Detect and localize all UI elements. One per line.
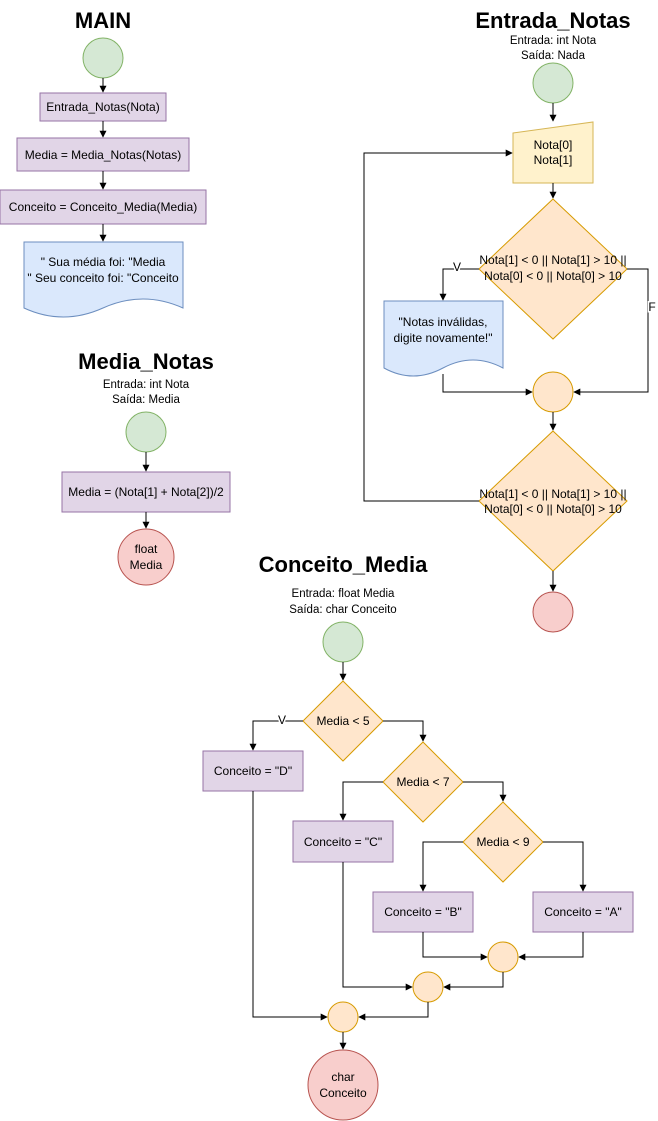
entrada-notas-manual-input [512,121,594,184]
conceito-media-decision-2 [382,741,464,823]
entrada-notas-condition-2 [478,430,628,572]
conceito-media-entrada: Entrada: float Media [292,588,396,600]
entrada-notas-entrada: Entrada: int Nota [510,35,597,47]
main-output-line1: " Sua média foi: "Media [41,255,166,269]
conceito-media-edge-merge2 [358,1002,429,1021]
conceito-media-edge-true-1 [249,720,303,751]
entrada-notas-end-node [532,591,574,633]
main-output-document [23,241,184,318]
conceito-media-edge-a-merge [518,932,584,961]
entrada-notas-edge-true [439,268,479,301]
entrada-notas-title: Entrada_Notas [475,8,630,33]
conceito-media-end-line1: char [331,1070,354,1084]
entrada-notas-input-line2: Nota[1] [534,153,573,167]
entrada-notas-flow: Entrada_Notas Entrada: int Nota Saída: N… [363,8,657,633]
entrada-notas-start-node [532,62,574,104]
main-media-call [16,137,190,172]
entrada-notas-cond1-line1: Nota[1] < 0 || Nota[1] > 10 || [479,253,626,267]
media-notas-entrada: Entrada: int Nota [103,379,190,391]
media-notas-saida: Saída: Media [112,394,180,406]
conceito-media-edge-merge3 [443,972,504,991]
media-notas-start-node [125,411,167,453]
main-media-call-label: Media = Media_Notas(Notas) [25,148,181,162]
conceito-media-result-b-label: Conceito = "B" [384,905,462,919]
conceito-media-merge-node-2 [412,971,444,1003]
conceito-media-flow: Conceito_Media Entrada: float Media Saíd… [202,552,634,1121]
conceito-media-result-d [202,750,304,792]
entrada-notas-input-line1: Nota[0] [534,138,573,152]
conceito-media-edge-c-merge [342,862,413,991]
conceito-media-result-a-label: Conceito = "A" [544,905,622,919]
conceito-media-edge-false-2 [463,781,507,802]
entrada-notas-cond1-line2: Nota[0] < 0 || Nota[0] > 10 [484,269,622,283]
main-conceito-call [0,189,207,225]
main-output-line2: " Seu conceito foi: "Conceito [27,271,179,285]
conceito-media-result-c [292,820,394,863]
entrada-notas-msg-line1: "Notas inválidas, [399,315,488,329]
entrada-notas-edge-loop [363,149,513,502]
main-entrada-call-label: Entrada_Notas(Nota) [46,100,159,114]
media-notas-flow: Media_Notas Entrada: int Nota Saída: Med… [61,349,231,586]
conceito-media-edge-true-3 [419,841,463,892]
media-notas-end-node [117,528,175,586]
conceito-media-merge-node-1 [327,1001,359,1033]
conceito-media-end-node [307,1049,379,1121]
conceito-media-merge-node-3 [487,941,519,973]
media-notas-process-label: Media = (Nota[1] + Nota[2])/2 [68,485,224,499]
media-notas-end-line2: Media [130,558,163,572]
conceito-media-edge-false-3 [543,841,587,892]
conceito-media-decision-1 [302,680,384,762]
entrada-notas-edge-msg-merge [442,374,533,396]
conceito-media-decision-3 [462,801,544,883]
conceito-media-start-node [322,621,364,663]
main-start-node [82,37,124,79]
main-conceito-call-label: Conceito = Conceito_Media(Media) [9,200,197,214]
conceito-media-edge-b-merge [422,932,488,961]
entrada-notas-cond2-line1: Nota[1] < 0 || Nota[1] > 10 || [479,487,626,501]
entrada-notas-condition-1 [478,198,628,340]
entrada-notas-edge-false [573,268,649,396]
conceito-media-result-d-label: Conceito = "D" [214,764,292,778]
media-notas-title: Media_Notas [78,349,214,374]
main-title: MAIN [75,8,131,33]
entrada-notas-msg-line2: digite novamente!" [394,331,493,345]
media-notas-end-line1: float [135,542,158,556]
conceito-media-result-b [372,891,474,933]
conceito-media-edge-false-1 [383,720,427,742]
conceito-media-edge-d-merge [252,791,328,1021]
conceito-media-end-line2: Conceito [319,1086,367,1100]
conceito-media-result-a [532,891,634,933]
conceito-media-dec2-label: Media < 7 [396,775,449,789]
entrada-notas-saida: Saída: Nada [521,50,586,62]
conceito-media-edge-true-2 [339,781,383,821]
conceito-media-dec3-label: Media < 9 [476,835,529,849]
entrada-notas-label-f: F [648,300,655,314]
conceito-media-dec1-label: Media < 5 [316,714,369,728]
conceito-media-result-c-label: Conceito = "C" [304,835,382,849]
entrada-notas-merge-node [532,371,574,413]
entrada-notas-label-v: V [453,260,461,274]
entrada-notas-error-document [383,300,504,377]
conceito-media-title: Conceito_Media [259,552,428,577]
entrada-notas-cond2-line2: Nota[0] < 0 || Nota[0] > 10 [484,502,622,516]
conceito-media-label-v: V [278,713,286,727]
conceito-media-saida: Saída: char Conceito [289,604,396,616]
main-flow: MAIN Entrada_Notas(Nota) Media = Media_N… [0,8,207,318]
